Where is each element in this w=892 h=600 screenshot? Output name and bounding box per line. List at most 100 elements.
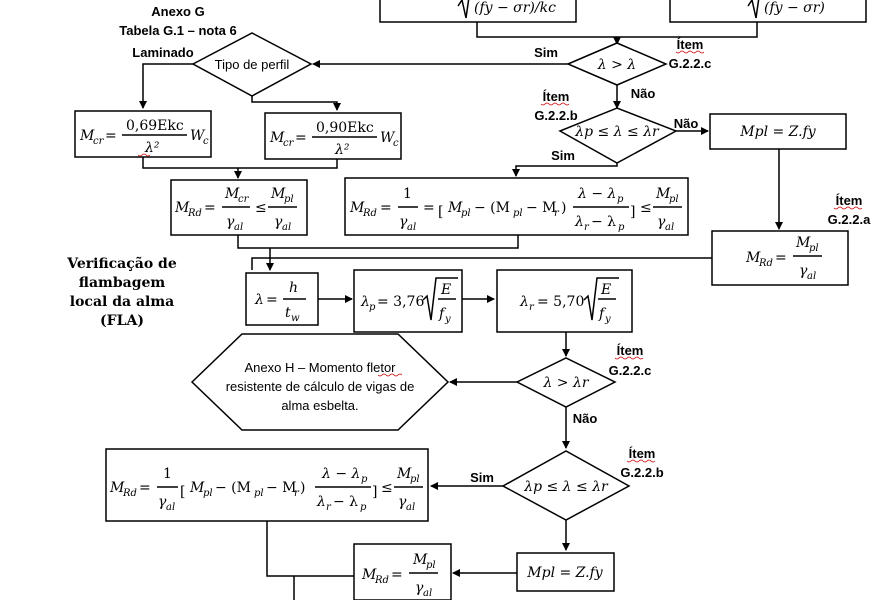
svg-text:M: M (447, 200, 463, 216)
svg-text:pl: pl (284, 194, 294, 205)
fla-line3: local da alma (70, 294, 174, 310)
nao-label-2: Não (674, 116, 699, 131)
svg-text:1: 1 (163, 466, 172, 482)
svg-text:cr: cr (238, 194, 250, 205)
mcr-090-denominator: λ² (334, 142, 350, 158)
item-label-5: Ítem (629, 446, 656, 461)
svg-text:− λ: − λ (591, 214, 616, 230)
svg-text:M: M (349, 200, 365, 216)
nao-label-1: Não (631, 86, 656, 101)
g22c-label-1: G.2.2.c (669, 56, 712, 71)
svg-text:W: W (380, 130, 396, 146)
mcr-069-box: Mcr = 0,69Ekc λ² Wc (74, 110, 212, 158)
svg-text:[: [ (438, 204, 443, 220)
svg-text:− (M: − (M (474, 200, 510, 216)
item-label-2: Ítem (543, 89, 570, 104)
svg-text:− λ: − λ (333, 494, 358, 510)
svg-text:cr: cr (93, 136, 105, 147)
svg-text:p: p (617, 194, 624, 205)
svg-text:=: = (391, 567, 403, 583)
svg-text:M: M (109, 480, 125, 496)
mcr-069-denominator: λ² (144, 140, 160, 156)
lambda-range-top-text: λp ≤ λ ≤ λr (574, 124, 660, 140)
svg-text:y: y (604, 314, 611, 325)
svg-text:p: p (360, 502, 367, 513)
svg-text:=: = (204, 200, 216, 216)
svg-text:pl: pl (669, 194, 679, 205)
top-right-formula: (fy − σr) (764, 0, 825, 16)
svg-text:M: M (79, 128, 95, 144)
svg-text:f: f (598, 306, 607, 322)
svg-text:1: 1 (403, 186, 412, 202)
svg-text:= 5,70: = 5,70 (537, 294, 584, 310)
svg-text:cr: cr (283, 138, 295, 149)
svg-text:pl: pl (426, 560, 436, 571)
svg-text:]: ] (630, 204, 635, 220)
svg-text:al: al (166, 502, 175, 513)
svg-text:y: y (444, 314, 451, 325)
svg-text:p: p (361, 474, 368, 485)
svg-text:λ − λ: λ − λ (321, 466, 360, 482)
mpl-box-top: Mpl = Z.fy (709, 113, 847, 150)
top-right-box: (fy − σr) (669, 0, 867, 23)
svg-text:h: h (289, 280, 298, 296)
laminado-label: Laminado (132, 45, 193, 60)
svg-text:Rd: Rd (362, 208, 377, 219)
svg-text:Rd: Rd (374, 575, 389, 586)
svg-text:r: r (584, 222, 590, 233)
lambda-gt-r-decision: λ > λr (515, 357, 617, 408)
svg-text:≤: ≤ (255, 200, 267, 216)
svg-text:f: f (438, 306, 447, 322)
svg-text:W: W (190, 128, 206, 144)
g22c-label-2: G.2.2.c (609, 363, 652, 378)
svg-text:M: M (224, 186, 240, 202)
mpl-top-text: Mpl = Z.fy (739, 124, 817, 140)
svg-text:γ: γ (415, 580, 424, 596)
svg-text:r: r (554, 208, 560, 219)
svg-text:p: p (618, 222, 625, 233)
svg-text:γ: γ (158, 494, 167, 510)
lambda-range-decision-top: λp ≤ λ ≤ λr (558, 107, 678, 164)
svg-text:]: ] (372, 484, 377, 500)
svg-text:=: = (105, 128, 117, 144)
svg-text:M: M (361, 567, 377, 583)
svg-text:E: E (440, 282, 451, 298)
svg-text:− M: − M (526, 200, 557, 216)
svg-text:λ: λ (574, 214, 584, 230)
lambda-gt-top-text: λ > λ (597, 57, 636, 73)
fla-line1: Verificação de (66, 255, 177, 272)
svg-text:M: M (795, 235, 811, 251)
annex-h-hexagon: Anexo H – Momento fletor resistente de c… (190, 333, 450, 431)
svg-text:al: al (665, 222, 674, 233)
svg-text:al: al (282, 222, 291, 233)
svg-text:al: al (406, 502, 415, 513)
svg-text:r: r (294, 488, 300, 499)
svg-text:al: al (423, 588, 432, 599)
sim-label-top: Sim (534, 45, 558, 60)
g22a-label: G.2.2.a (828, 212, 871, 227)
annex-g-subtitle: Tabela G.1 – nota 6 (119, 23, 237, 38)
svg-text:c: c (203, 136, 209, 147)
svg-text:c: c (393, 138, 399, 149)
svg-text:=: = (266, 292, 278, 308)
item-label-1: Ítem (677, 37, 704, 52)
mpl-bottom-text: Mpl = Z.fy (526, 565, 604, 581)
svg-text:M: M (396, 466, 412, 482)
svg-text:al: al (234, 222, 243, 233)
annex-h-line1: Anexo H – Momento fletor (244, 360, 396, 375)
profile-type-label: Tipo de perfil (215, 57, 290, 72)
svg-text:r: r (529, 302, 535, 313)
svg-text:r: r (326, 502, 332, 513)
svg-text:t: t (285, 305, 291, 321)
svg-text:pl: pl (513, 208, 523, 219)
svg-text:≤: ≤ (381, 480, 393, 496)
svg-text:M: M (412, 552, 428, 568)
svg-text:al: al (407, 222, 416, 233)
svg-text:=: = (295, 130, 307, 146)
svg-text:≤: ≤ (640, 200, 652, 216)
profile-type-decision: Tipo de perfil (191, 32, 313, 97)
